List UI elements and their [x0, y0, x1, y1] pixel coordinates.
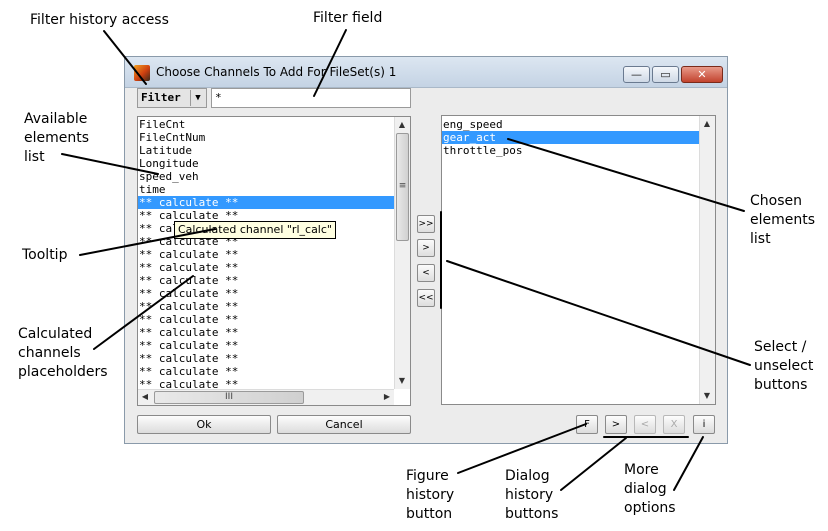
annotation-line: history — [505, 487, 554, 503]
list-item[interactable]: ** calculate ** — [139, 313, 239, 326]
annotation-more-dialog-options: More dialog options — [624, 461, 676, 518]
filter-combo-value: Filter — [141, 91, 181, 104]
annotation-line: channels — [18, 345, 81, 361]
scroll-down-icon[interactable]: ▼ — [398, 376, 406, 385]
annotation-available-elements-list: Available elements list — [24, 110, 89, 167]
annotation-tooltip: Tooltip — [22, 247, 68, 263]
list-item-selected[interactable]: ** calculate ** — [138, 196, 394, 209]
minimize-button[interactable]: — — [623, 66, 650, 83]
list-item[interactable]: throttle_pos — [443, 144, 523, 157]
scroll-up-icon[interactable]: ▲ — [703, 119, 711, 128]
annotation-line: unselect — [754, 358, 814, 374]
channel-chooser-dialog: Choose Channels To Add For FileSet(s) 1 … — [124, 56, 728, 444]
annotation-calculated-channels: Calculated channels placeholders — [18, 325, 108, 382]
annotation-chosen-elements-list: Chosen elements list — [750, 192, 815, 249]
annotation-line: Available — [24, 111, 88, 127]
list-item[interactable]: time — [139, 183, 166, 196]
annotation-line: dialog — [624, 481, 667, 497]
list-item[interactable]: ** calculate ** — [139, 326, 239, 339]
annotation-line: More — [624, 462, 659, 478]
list-item[interactable]: ** calculate ** — [139, 339, 239, 352]
list-item[interactable]: Longitude — [139, 157, 199, 170]
annotation-line: buttons — [754, 377, 808, 393]
list-item[interactable]: ** calculate ** — [139, 274, 239, 287]
history-back-button[interactable]: < — [634, 415, 656, 434]
list-item[interactable]: speed_veh — [139, 170, 199, 183]
list-item[interactable]: FileCnt — [139, 118, 186, 131]
remove-all-button[interactable]: << — [417, 289, 435, 307]
history-clear-button[interactable]: X — [663, 415, 685, 434]
list-item-selected[interactable]: gear_act — [442, 131, 699, 144]
chosen-vertical-scrollbar[interactable]: ▲ ▼ — [699, 116, 715, 404]
annotation-filter-field: Filter field — [313, 10, 383, 26]
ok-button[interactable]: Ok — [137, 415, 271, 434]
remove-button[interactable]: < — [417, 264, 435, 282]
chosen-elements-list[interactable]: eng_speed gear_act throttle_pos ▲ ▼ — [441, 115, 716, 405]
annotation-line: Calculated — [18, 326, 93, 342]
annotation-line: placeholders — [18, 364, 108, 380]
available-vertical-scrollbar[interactable]: ▲ ≡ ▼ — [394, 117, 410, 389]
list-item[interactable]: ** calculate ** — [139, 365, 239, 378]
tooltip: Calculated channel "rl_calc" — [174, 221, 336, 239]
info-button[interactable]: i — [693, 415, 715, 434]
leader-more-options — [673, 436, 704, 491]
annotation-line: list — [750, 231, 771, 247]
maximize-button[interactable]: ▭ — [652, 66, 679, 83]
scroll-thumb-horizontal[interactable]: III — [154, 391, 304, 404]
list-item[interactable]: ** calculate ** — [139, 352, 239, 365]
list-item[interactable]: ** calculate ** — [139, 300, 239, 313]
annotation-line: list — [24, 149, 45, 165]
annotation-figure-history-button: Figure history button — [406, 467, 454, 524]
annotation-filter-history-access: Filter history access — [30, 12, 169, 28]
annotation-line: Figure — [406, 468, 449, 484]
list-item[interactable]: eng_speed — [443, 118, 503, 131]
title-bar[interactable]: Choose Channels To Add For FileSet(s) 1 … — [125, 57, 727, 88]
available-items: FileCnt FileCntNum Latitude Longitude sp… — [138, 118, 394, 391]
chosen-items: eng_speed gear_act throttle_pos — [442, 118, 699, 157]
list-item[interactable]: ** calculate ** — [139, 287, 239, 300]
leader-dialog-history — [560, 437, 627, 491]
list-item[interactable]: ** calculate ** — [139, 378, 239, 391]
annotation-line: options — [624, 500, 676, 516]
available-horizontal-scrollbar[interactable]: ◀ III ▶ — [138, 389, 394, 405]
available-elements-list[interactable]: FileCnt FileCntNum Latitude Longitude sp… — [137, 116, 411, 406]
scroll-down-icon[interactable]: ▼ — [703, 391, 711, 400]
dialog-title: Choose Channels To Add For FileSet(s) 1 — [156, 65, 397, 79]
figure-history-button[interactable]: F — [576, 415, 598, 434]
history-forward-button[interactable]: > — [605, 415, 627, 434]
scroll-right-icon[interactable]: ▶ — [383, 392, 391, 401]
add-button[interactable]: > — [417, 239, 435, 257]
annotation-dialog-history-buttons: Dialog history buttons — [505, 467, 558, 524]
add-all-button[interactable]: >> — [417, 215, 435, 233]
filter-history-combo[interactable]: Filter ▼ — [137, 88, 207, 108]
annotation-line: elements — [24, 130, 90, 146]
close-button[interactable]: ✕ — [681, 66, 723, 83]
annotation-line: history — [406, 487, 455, 503]
annotation-select-unselect-buttons: Select / unselect buttons — [754, 338, 813, 395]
list-item[interactable]: Latitude — [139, 144, 192, 157]
scroll-thumb[interactable]: ≡ — [396, 133, 409, 241]
list-item[interactable]: ** calculate ** — [139, 248, 239, 261]
annotation-line: Select / — [754, 339, 807, 355]
list-item[interactable]: FileCntNum — [139, 131, 206, 144]
app-icon — [134, 65, 150, 81]
scroll-left-icon[interactable]: ◀ — [141, 392, 149, 401]
annotation-line: button — [406, 506, 453, 522]
annotation-line: Chosen — [750, 193, 802, 209]
annotation-line: Dialog — [505, 468, 550, 484]
list-item[interactable]: ** calculate ** — [139, 261, 239, 274]
list-item[interactable]: ** calculate ** — [139, 209, 239, 222]
filter-input[interactable]: * — [211, 88, 411, 108]
scroll-up-icon[interactable]: ▲ — [398, 120, 406, 129]
annotation-line: buttons — [505, 506, 559, 522]
cancel-button[interactable]: Cancel — [277, 415, 411, 434]
annotation-line: elements — [750, 212, 816, 228]
chevron-down-icon[interactable]: ▼ — [190, 90, 205, 106]
